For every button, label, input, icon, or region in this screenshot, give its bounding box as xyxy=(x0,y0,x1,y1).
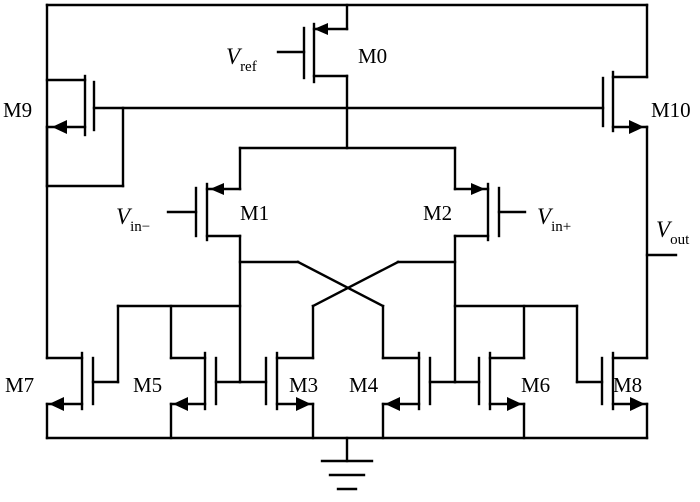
label-m3: M3 xyxy=(289,373,318,397)
ground-icon xyxy=(320,459,374,491)
right-gate-bus xyxy=(453,304,579,384)
transistor-m5 xyxy=(169,351,242,440)
label-m8: M8 xyxy=(613,373,642,397)
label-m1: M1 xyxy=(240,201,269,225)
transistor-m2 xyxy=(453,182,527,384)
label-vref: Vref xyxy=(226,44,257,75)
transistor-m7 xyxy=(45,351,120,440)
ground-rail xyxy=(45,436,649,463)
label-m7: M7 xyxy=(5,373,34,397)
label-vout: Vout xyxy=(656,217,690,248)
tail-node xyxy=(238,146,457,191)
label-m0: M0 xyxy=(358,44,387,68)
transistor-m1 xyxy=(166,182,242,384)
label-vin-minus: Vin− xyxy=(116,204,150,235)
transistor-m3 xyxy=(238,351,315,440)
transistor-m8 xyxy=(575,351,649,440)
bias-gate-line xyxy=(45,106,605,188)
transistor-m4 xyxy=(381,351,457,440)
cross-coupling xyxy=(238,260,457,360)
label-m2: M2 xyxy=(423,201,452,225)
transistor-m9 xyxy=(45,74,96,137)
transistor-m6 xyxy=(453,351,526,440)
label-m6: M6 xyxy=(521,373,550,397)
label-m5: M5 xyxy=(133,373,162,397)
label-vin-plus: Vin+ xyxy=(537,204,571,235)
transistor-m10 xyxy=(601,70,649,134)
label-m10: M10 xyxy=(651,98,691,122)
label-m4: M4 xyxy=(349,373,379,397)
label-m9: M9 xyxy=(3,98,32,122)
transistor-m0 xyxy=(276,3,349,84)
left-gate-bus xyxy=(116,304,242,384)
